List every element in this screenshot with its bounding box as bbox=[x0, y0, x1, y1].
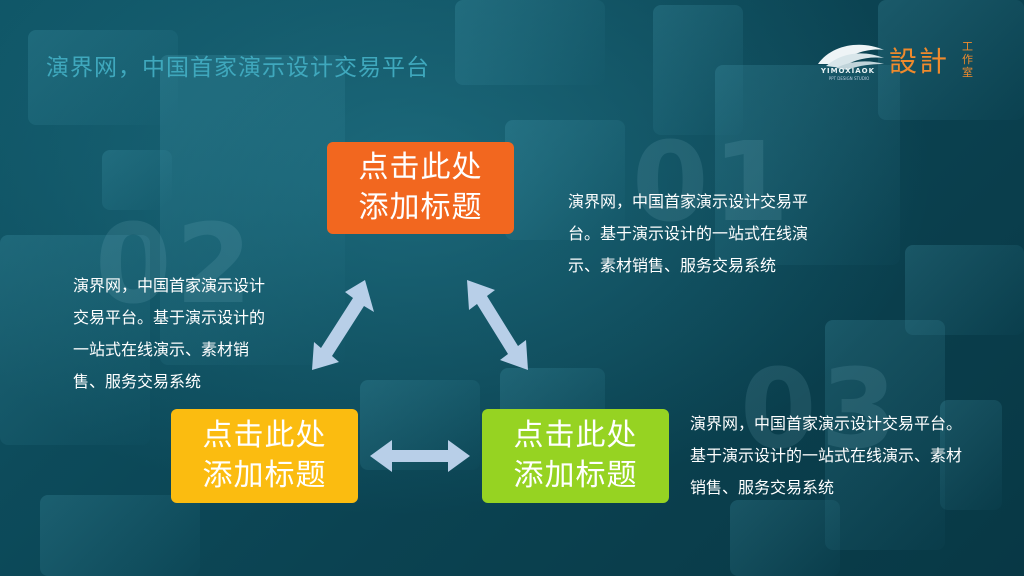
page-title: 演界网，中国首家演示设计交易平台 bbox=[46, 55, 430, 81]
description-text-left: 演界网，中国首家演示设计交易平台。基于演示设计的一站式在线演示、素材销售、服务交… bbox=[73, 276, 266, 391]
bg-tile bbox=[455, 0, 605, 85]
watermark-number-01: 01 bbox=[632, 118, 794, 246]
double-arrow-icon bbox=[370, 440, 470, 472]
bg-tile bbox=[653, 5, 743, 135]
title-box-top[interactable]: 点击此处 添加标题 bbox=[327, 142, 514, 234]
bg-tile bbox=[825, 320, 945, 550]
logo-chinese-text: 設計 bbox=[889, 45, 950, 78]
watermark-number-03: 03 bbox=[740, 345, 902, 473]
description-text-bottom-right: 演界网，中国首家演示设计交易平台。基于演示设计的一站式在线演示、素材销售、服务交… bbox=[690, 414, 963, 497]
bg-tile bbox=[905, 245, 1024, 335]
bg-tile bbox=[715, 65, 900, 265]
bg-tile bbox=[160, 55, 345, 365]
wave-logo-icon bbox=[818, 44, 884, 70]
watermark-number-02: 02 bbox=[95, 200, 257, 328]
double-arrow-icon bbox=[312, 280, 374, 370]
bg-tile bbox=[940, 400, 1002, 510]
logo-brand-text: YIMOXIAOK bbox=[820, 67, 876, 75]
bg-tile bbox=[878, 0, 1024, 120]
logo-vertical-text: 工作室 bbox=[962, 40, 973, 79]
bg-tile bbox=[505, 120, 625, 240]
description-text-top-right: 演界网，中国首家演示设计交易平台。基于演示设计的一站式在线演示、素材销售、服务交… bbox=[568, 192, 809, 275]
bg-tile bbox=[0, 235, 150, 445]
bg-tile bbox=[40, 495, 200, 576]
logo-tagline: PPT DESIGN STUDIO bbox=[828, 76, 870, 81]
bg-tile bbox=[28, 30, 178, 125]
bg-tile bbox=[730, 500, 840, 576]
title-box-right[interactable]: 点击此处 添加标题 bbox=[482, 409, 669, 503]
double-arrow-icon bbox=[467, 280, 528, 370]
bg-tile bbox=[102, 150, 172, 210]
title-box-left[interactable]: 点击此处 添加标题 bbox=[171, 409, 358, 503]
